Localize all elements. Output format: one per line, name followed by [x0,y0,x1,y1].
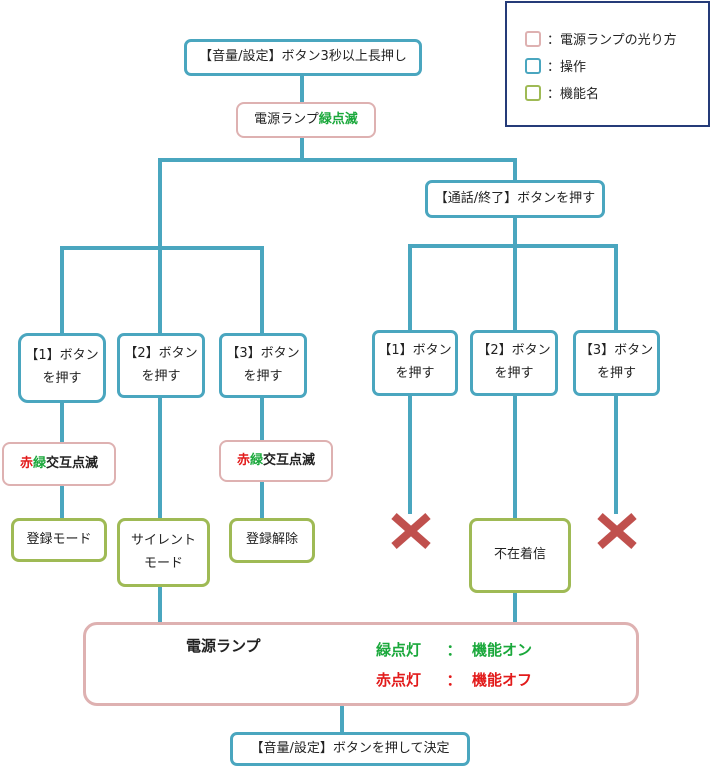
left-button-1-line2: を押す [42,371,82,386]
lamp-swatch-icon [525,30,541,47]
right-button-2-line2: を押す [494,366,534,381]
right-button-1: 【1】ボタンを押す [372,330,458,396]
lamp-off-sep: ： [446,671,462,689]
left-button-1-line1: 【1】ボタン [25,348,99,364]
lamp-highlight: 緑点滅 [318,111,358,127]
silent-mode: サイレントモード [117,518,210,587]
call-end-step: 【通話/終了】ボタンを押す [425,180,605,218]
left-button-2-line1: 【2】ボタン [124,345,198,361]
right-button-2: 【2】ボタンを押す [470,330,558,396]
lamp-status-off-row: 赤点灯 ： 機能オフ [376,669,532,690]
lamp-on-value: 機能オン [472,641,533,659]
unregister-label: 登録解除 [245,532,298,548]
legend: ：電源ランプの光り方 ：操作 ：機能名 [505,1,710,127]
legend-item-lamp: ：電源ランプの光り方 [525,29,677,48]
lamp-prefix: 電源ランプ [254,111,319,127]
right-button-1-line2: を押す [395,366,435,381]
blink-green-3: 緑 [249,452,263,468]
missed-call-label: 不在着信 [493,547,546,563]
end-step: 【音量/設定】ボタンを押して決定 [230,732,470,766]
operation-swatch-icon [525,57,541,74]
lamp-off-value: 機能オフ [472,671,533,689]
call-end-step-label: 【通話/終了】ボタンを押す [434,190,596,206]
lamp-status-box: 電源ランプ 緑点灯 ： 機能オン 赤点灯 ： 機能オフ [83,622,639,706]
left-button-2-line2: を押す [141,368,181,384]
right-button-3: 【3】ボタンを押す [573,330,660,396]
right-button-3-line1: 【3】ボタン [579,343,654,359]
blink-green-1: 緑 [32,455,46,471]
blink-rest-1: 交互点滅 [46,455,99,471]
blink-red-3: 赤 [236,452,250,468]
start-step: 【音量/設定】ボタン3秒以上長押し [184,39,422,76]
missed-call: 不在着信 [469,518,571,593]
unregister: 登録解除 [229,518,315,563]
start-step-label: 【音量/設定】ボタン3秒以上長押し [199,49,407,65]
right-button-1-line1: 【1】ボタン [378,343,452,359]
lamp-off-key: 赤点灯 [376,671,422,689]
left-button-3-line1: 【3】ボタン [226,345,300,361]
left-button-3-line2: を押す [243,368,283,384]
lamp-alternate-blink-1: 赤緑交互点滅 [2,442,116,486]
legend-label-lamp: ：電源ランプの光り方 [547,33,677,48]
lamp-green-blink: 電源ランプ緑点滅 [236,102,376,138]
cross-icon [391,513,431,549]
blink-red-1: 赤 [19,455,33,471]
lamp-status-title: 電源ランプ [186,637,261,655]
function-swatch-icon [525,84,541,101]
cross-icon [597,513,637,549]
left-button-3: 【3】ボタンを押す [219,333,307,398]
register-mode-label: 登録モード [26,531,92,547]
right-button-2-line1: 【2】ボタン [477,343,551,359]
register-mode: 登録モード [11,518,107,562]
lamp-status-on-row: 緑点灯 ： 機能オン [376,639,532,660]
silent-mode-line2: モード [143,555,183,571]
silent-mode-line1: サイレント [130,532,196,548]
right-button-3-line2: を押す [596,366,636,381]
legend-label-function: ：機能名 [547,87,600,102]
lamp-alternate-blink-3: 赤緑交互点滅 [219,440,333,482]
legend-item-operation: ：操作 [525,56,586,75]
legend-item-function: ：機能名 [525,83,599,102]
legend-label-operation: ：操作 [547,60,587,75]
lamp-on-sep: ： [446,641,462,659]
end-step-label: 【音量/設定】ボタンを押して決定 [250,740,450,756]
left-button-2: 【2】ボタンを押す [117,333,205,398]
lamp-on-key: 緑点灯 [376,641,422,659]
blink-rest-3: 交互点滅 [263,452,316,468]
left-button-1: 【1】ボタンを押す [18,333,106,403]
